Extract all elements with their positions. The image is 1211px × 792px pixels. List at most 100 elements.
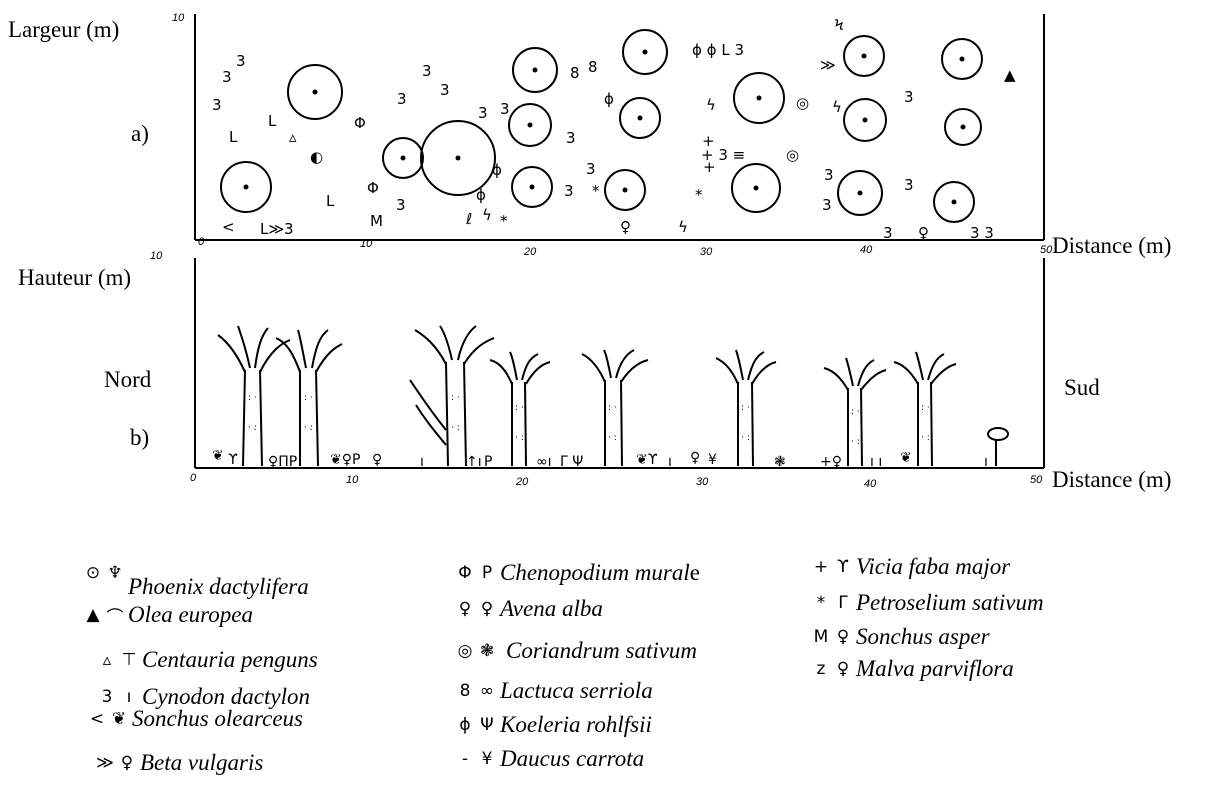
- svg-text:· :: · :: [304, 423, 313, 433]
- svg-text:❃: ❃: [774, 454, 786, 470]
- legend-label: Sonchus olearceus: [132, 706, 303, 732]
- profile-symbol-icon: ı: [118, 687, 140, 707]
- svg-text:: ·: : ·: [515, 403, 524, 413]
- legend-item-vicia-faba-major: + ϒ Vicia faba major: [810, 554, 1010, 580]
- svg-text:· :: · :: [451, 423, 460, 433]
- legend-item-daucus-carrota: - ¥ Daucus carrota: [454, 746, 644, 772]
- legend-label: Koeleria rohlfsii: [500, 712, 652, 738]
- svg-text:ϒ: ϒ: [228, 452, 238, 468]
- legend-label: Lactuca serriola: [500, 678, 653, 704]
- panel-b-x-tick: 40: [864, 478, 876, 490]
- legend-label: Petroselium sativum: [856, 590, 1044, 616]
- svg-text:❦ϒ: ❦ϒ: [636, 452, 658, 468]
- plan-symbol-icon: ▲: [82, 605, 104, 625]
- legend-label: Sonchus asper: [856, 624, 990, 650]
- legend-label: Vicia faba major: [856, 554, 1010, 580]
- svg-text:: ·: : ·: [608, 403, 617, 413]
- plan-symbol-icon: 8: [454, 681, 476, 701]
- svg-text:♀: ♀: [690, 450, 700, 466]
- svg-text:↑ı: ↑ı: [466, 454, 482, 470]
- profile-symbol-icon: ⊤: [118, 650, 140, 670]
- profile-symbol-icon: ❃: [476, 641, 498, 661]
- svg-text:· :: · :: [921, 433, 930, 443]
- plan-symbol-icon: Φ: [454, 563, 476, 583]
- legend-label: Daucus carrota: [500, 746, 644, 772]
- legend-item-lactuca-serriola: 8 ∞ Lactuca serriola: [454, 678, 653, 704]
- legend-item-malva-parviflora: z ♀ Malva parviflora: [810, 656, 1014, 682]
- svg-text:· :: · :: [851, 437, 860, 447]
- legend-label: Phoenix dactylifera: [128, 574, 309, 600]
- panel-b-x-tick: 0: [190, 472, 196, 484]
- legend-item-centauria-penguns: ▵ ⊤ Centauria penguns: [96, 647, 318, 673]
- legend-label: Malva parviflora: [856, 656, 1014, 682]
- plan-symbol-icon: ϕ: [454, 715, 476, 735]
- plan-symbol-icon: *: [810, 593, 832, 613]
- svg-text:Γ Ψ: Γ Ψ: [560, 454, 583, 470]
- legend-label-suffix: e: [690, 560, 700, 585]
- legend-label: Centauria penguns: [142, 647, 318, 673]
- svg-text:: ·: : ·: [248, 393, 257, 403]
- profile-symbol-icon: ⌒: [104, 603, 126, 628]
- profile-symbol-icon: Ψ: [476, 715, 498, 735]
- svg-text:+♀: +♀: [820, 454, 842, 470]
- panel-b-x-tick: 30: [696, 476, 708, 488]
- svg-text:ı ı: ı ı: [870, 454, 882, 470]
- profile-symbol-icon: ϒ: [832, 557, 854, 577]
- profile-symbol-icon: ♆: [104, 563, 126, 583]
- legend-item-coriandrum-sativum: ◎ ❃ Coriandrum sativum: [454, 638, 697, 664]
- panel-b-x-tick: 10: [346, 474, 358, 486]
- legend-label: Coriandrum sativum: [506, 638, 697, 664]
- svg-text:· :: · :: [608, 433, 617, 443]
- svg-text:: ·: : ·: [741, 403, 750, 413]
- svg-text:ı: ı: [984, 454, 988, 470]
- profile-symbol-icon: ♀: [832, 627, 854, 647]
- svg-text:· :: · :: [741, 433, 750, 443]
- svg-text:: ·: : ·: [451, 393, 460, 403]
- svg-text:: ·: : ·: [304, 393, 313, 403]
- plan-symbol-icon: ♀: [454, 599, 476, 619]
- plan-symbol-icon: -: [454, 749, 476, 769]
- legend-item-sonchus-olearceus: < ❦ Sonchus olearceus: [86, 706, 303, 732]
- legend-item-beta-vulgaris: ≫ ♀ Beta vulgaris: [94, 750, 263, 776]
- svg-text:❦♀P: ❦♀P: [330, 452, 360, 468]
- legend-label: Chenopodium murale: [500, 560, 700, 586]
- profile-symbol-icon: ❦: [108, 709, 130, 729]
- legend-item-sonchus-asper: M ♀ Sonchus asper: [810, 624, 990, 650]
- svg-text:♀: ♀: [372, 452, 382, 468]
- legend-label: Olea europea: [128, 602, 253, 628]
- panel-b-x-tick: 20: [516, 476, 528, 488]
- svg-text:: ·: : ·: [921, 403, 930, 413]
- legend-label: Beta vulgaris: [140, 750, 263, 776]
- svg-text:ı: ı: [420, 454, 424, 470]
- plan-symbol-icon: 3: [96, 687, 118, 707]
- profile-symbol-icon: ♀: [476, 599, 498, 619]
- plan-symbol-icon: z: [810, 659, 832, 679]
- plan-symbol-icon: <: [86, 709, 108, 729]
- plan-symbol-icon: ▵: [96, 650, 118, 670]
- legend-label-main: Chenopodium mural: [500, 560, 690, 585]
- legend-item-phoenix-dactylifera: ⊙ ♆ Phoenix dactylifera: [82, 560, 309, 586]
- plan-symbol-icon: ≫: [94, 753, 116, 773]
- legend-item-petroselium-sativum: * Γ Petroselium sativum: [810, 590, 1044, 616]
- svg-text:· :: · :: [248, 423, 257, 433]
- plan-symbol-icon: M: [810, 627, 832, 647]
- legend-item-chenopodium-murale: Φ P Chenopodium murale: [454, 560, 700, 586]
- svg-text:♀ΠP: ♀ΠP: [268, 454, 297, 470]
- svg-text:¥: ¥: [708, 452, 717, 468]
- svg-text:· :: · :: [515, 433, 524, 443]
- svg-text:: ·: : ·: [851, 407, 860, 417]
- palm-profiles: [218, 326, 1008, 466]
- svg-text:❦: ❦: [900, 450, 912, 466]
- profile-symbol-icon: ♀: [116, 753, 138, 773]
- profile-symbol-icon: Γ: [832, 593, 854, 613]
- plan-symbol-icon: +: [810, 557, 832, 577]
- legend-item-koeleria-rohlfsii: ϕ Ψ Koeleria rohlfsii: [454, 712, 652, 738]
- plan-symbol-icon: ⊙: [82, 563, 104, 583]
- profile-symbol-icon: P: [476, 563, 498, 583]
- profile-symbol-icon: ♀: [832, 659, 854, 679]
- plan-symbol-icon: ◎: [454, 641, 476, 661]
- profile-symbol-icon: ¥: [476, 749, 498, 769]
- svg-text:∞ı: ∞ı: [536, 454, 552, 470]
